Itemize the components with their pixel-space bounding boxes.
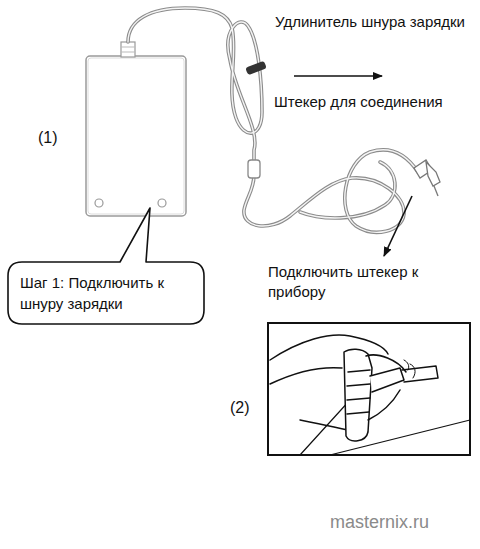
pointer-arrow: [384, 196, 412, 256]
part-label: Штекер для соединения: [274, 92, 443, 112]
instruction-label: Подключить штекер к прибору: [268, 262, 464, 302]
charging-cable: [128, 8, 418, 232]
power-adapter: [86, 42, 186, 216]
cable-core: [128, 8, 262, 163]
callout-bubble: Шаг 1: Подключить к шнуру зарядки: [8, 262, 204, 324]
watermark: masternix.ru: [330, 512, 429, 532]
dc-plug: [414, 160, 440, 196]
ferrite-bead: [248, 160, 260, 178]
bubble-outline: [8, 262, 204, 324]
part-label: Удлинитель шнура зарядки: [272, 12, 468, 32]
cable-core: [300, 162, 395, 218]
pointer-arrow: [294, 75, 382, 77]
callout-number: (2): [230, 398, 250, 418]
inset-frame: [268, 323, 470, 455]
cable-core: [244, 150, 418, 232]
cable-tie: [245, 61, 267, 75]
callout-number: (1): [38, 128, 58, 148]
hand-plugging: [270, 335, 470, 455]
callout-text: Шаг 1: Подключить к шнуру зарядки: [20, 272, 192, 314]
